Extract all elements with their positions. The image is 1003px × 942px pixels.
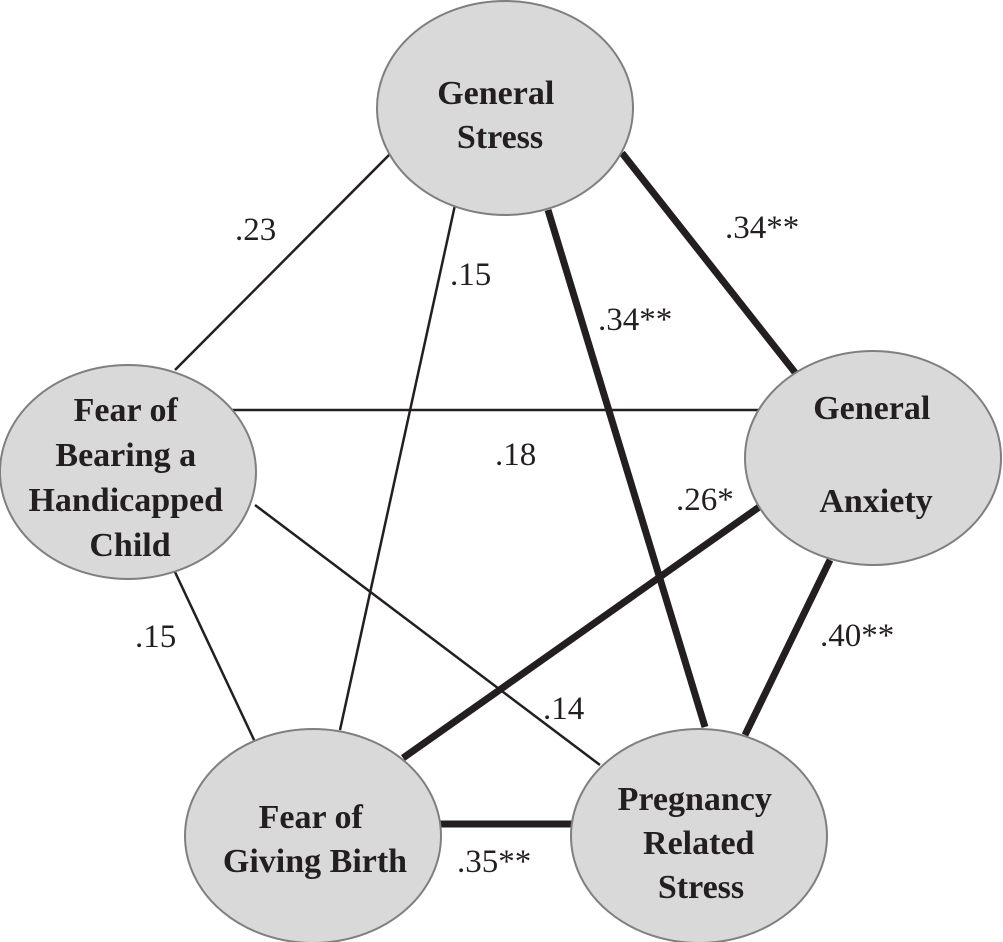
node-fear-handicapped-label: Fear of Bearing a Handicapped Child: [28, 392, 231, 564]
edge-label-stress-anxiety: .34**: [725, 210, 799, 246]
edge-anxiety-pregnancy: [741, 558, 834, 737]
node-pregnancy-stress-label: Pregnancy Related Stress: [618, 781, 781, 906]
node-general-anxiety: General Anxiety: [744, 350, 1002, 566]
edge-stress-handicapped: [174, 151, 393, 371]
edge-label-handicapped-pregnancy: .14: [543, 691, 584, 727]
edge-label-stress-birth: .15: [450, 257, 491, 293]
edge-handicapped-birth: [173, 571, 257, 743]
edge-stress-anxiety: [619, 150, 800, 378]
edge-stress-birth: [338, 204, 457, 731]
edge-labels: .23 .15 .34** .34** .18 .26* .40** .15 .…: [135, 210, 894, 880]
node-pregnancy-stress-shape: [570, 728, 828, 942]
edge-label-handicapped-birth: .15: [135, 619, 176, 655]
node-fear-handicapped: Fear of Bearing a Handicapped Child: [0, 364, 257, 580]
node-pregnancy-stress: Pregnancy Related Stress: [570, 728, 828, 942]
edge-anxiety-birth: [400, 502, 765, 761]
edge-label-anxiety-birth: .26*: [676, 482, 734, 518]
edge-label-anxiety-pregnancy: .40**: [820, 618, 894, 654]
node-fear-birth: Fear of Giving Birth: [184, 728, 442, 942]
node-general-stress-label: General Stress: [437, 75, 563, 156]
edge-label-handicapped-anxiety: .18: [495, 437, 536, 473]
edges: [173, 150, 834, 828]
node-general-stress: General Stress: [376, 0, 634, 216]
node-fear-birth-shape: [184, 728, 442, 942]
node-general-anxiety-label: General Anxiety: [813, 390, 939, 520]
edge-label-stress-handicapped: .23: [235, 212, 276, 248]
edge-label-birth-pregnancy: .35**: [457, 844, 531, 880]
edge-stress-pregnancy: [544, 208, 709, 729]
node-general-anxiety-shape: [744, 350, 1002, 566]
node-fear-handicapped-shape: [0, 364, 257, 580]
node-fear-birth-label: Fear of Giving Birth: [223, 799, 407, 880]
node-general-stress-shape: [376, 0, 634, 216]
edge-handicapped-pregnancy: [254, 504, 601, 766]
edge-label-stress-pregnancy: .34**: [598, 302, 672, 338]
